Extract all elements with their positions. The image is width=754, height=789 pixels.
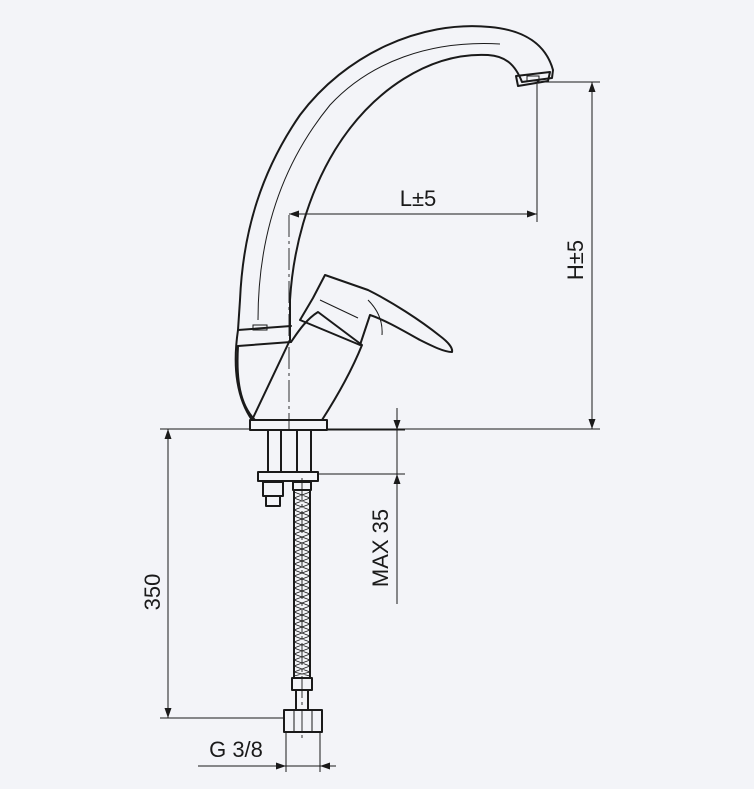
dimension-label-height: H±5 (563, 240, 588, 280)
spout-band (237, 325, 292, 347)
dimension-label-reach: L±5 (400, 186, 437, 211)
dimension-label-clamp: MAX 35 (368, 509, 393, 587)
spout-outline (234, 25, 554, 421)
spout-band-mark (252, 324, 268, 331)
dimension-label-thread: G 3/8 (209, 737, 263, 762)
aerator (515, 71, 551, 87)
dimension-reach: L±5 (289, 84, 538, 222)
lever-detail (319, 299, 383, 336)
aerator-mark (526, 75, 540, 82)
clamp-plate (257, 471, 319, 482)
dimension-thread: G 3/8 (198, 732, 336, 772)
dimension-label-hose-length: 350 (140, 574, 165, 611)
hose-nut-facets (293, 710, 313, 732)
lever-handle (299, 274, 454, 353)
hose-connection-nut (283, 709, 323, 733)
clamp-nut (262, 481, 284, 497)
flexible-hose (283, 489, 323, 733)
mounting-studs (267, 429, 312, 473)
clamp-bolt (265, 495, 281, 507)
dimension-hose-length: 350 (140, 428, 284, 719)
spout-highlight (257, 43, 501, 321)
dimension-height: H±5 (327, 81, 600, 430)
faucet-body (236, 311, 363, 421)
faucet (234, 25, 554, 507)
dimension-clamp: MAX 35 (318, 408, 405, 604)
base-flange (249, 419, 328, 431)
